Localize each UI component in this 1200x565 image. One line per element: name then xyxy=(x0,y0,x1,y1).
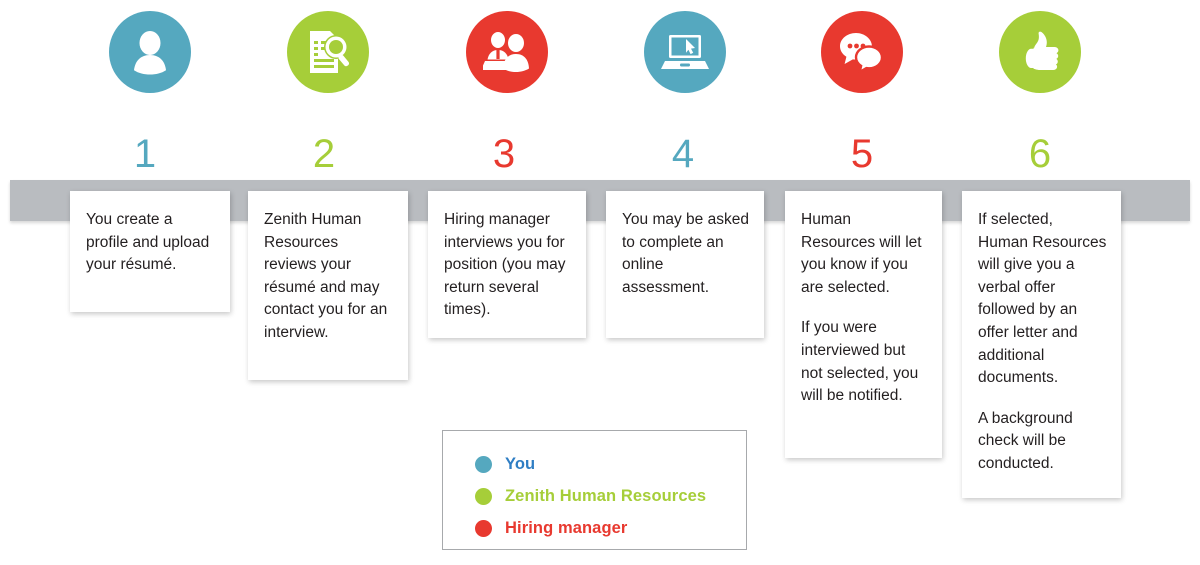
legend-dot-hiring-manager-icon xyxy=(475,519,492,537)
step-4-card: You may be asked to complete an online a… xyxy=(606,191,764,338)
legend-label-hiring-manager: Hiring manager xyxy=(505,518,628,537)
step-1-icon-circle xyxy=(109,11,191,93)
document-magnifier-icon xyxy=(304,28,352,76)
speech-bubbles-icon xyxy=(839,31,885,73)
step-6-card: If selected, Human Resources will give y… xyxy=(962,191,1121,498)
user-profile-icon xyxy=(127,29,173,75)
step-5-icon-circle xyxy=(821,11,903,93)
step-2-paragraph-1: Zenith Human Resources reviews your résu… xyxy=(264,211,388,341)
legend-dot-zenith-human-resources-icon xyxy=(475,487,492,505)
step-2-card: Zenith Human Resources reviews your résu… xyxy=(248,191,408,380)
laptop-cursor-icon xyxy=(661,32,709,72)
step-4-paragraph-1: You may be asked to complete an online a… xyxy=(622,211,749,296)
legend-dot-you-icon xyxy=(475,455,492,473)
legend-label-you: You xyxy=(505,454,536,473)
step-4-number: 4 xyxy=(671,132,695,176)
step-5-number: 5 xyxy=(850,132,874,176)
legend-item-zenith-human-resources: Zenith Human Resources xyxy=(475,480,706,512)
step-3-paragraph-1: Hiring manager interviews you for positi… xyxy=(444,211,566,319)
interview-two-people-icon xyxy=(483,30,531,74)
step-3-icon-circle xyxy=(466,11,548,93)
step-1-number: 1 xyxy=(133,132,157,176)
legend-list: You Zenith Human Resources Hiring manage… xyxy=(475,448,706,544)
step-5-card: Human Resources will let you know if you… xyxy=(785,191,942,458)
step-4-icon-circle xyxy=(644,11,726,93)
legend-label-zenith-human-resources: Zenith Human Resources xyxy=(505,486,707,505)
step-6-paragraph-2: A background check will be conducted. xyxy=(978,409,1073,472)
legend-panel: You Zenith Human Resources Hiring manage… xyxy=(442,430,747,550)
step-5-paragraph-1: Human Resources will let you know if you… xyxy=(801,211,922,296)
step-1-paragraph-1: You create a profile and upload your rés… xyxy=(86,211,210,274)
step-5-paragraph-2: If you were interviewed but not selected… xyxy=(801,319,919,405)
step-3-card: Hiring manager interviews you for positi… xyxy=(428,191,586,338)
step-6-number: 6 xyxy=(1028,132,1052,176)
step-1-card: You create a profile and upload your rés… xyxy=(70,191,230,312)
legend-item-hiring-manager: Hiring manager xyxy=(475,512,706,544)
step-6-icon-circle xyxy=(999,11,1081,93)
step-2-number: 2 xyxy=(312,132,336,176)
legend-item-you: You xyxy=(475,448,706,480)
step-6-paragraph-1: If selected, Human Resources will give y… xyxy=(978,211,1107,387)
step-2-icon-circle xyxy=(287,11,369,93)
thumbs-up-icon xyxy=(1017,30,1063,74)
step-3-number: 3 xyxy=(492,132,516,176)
